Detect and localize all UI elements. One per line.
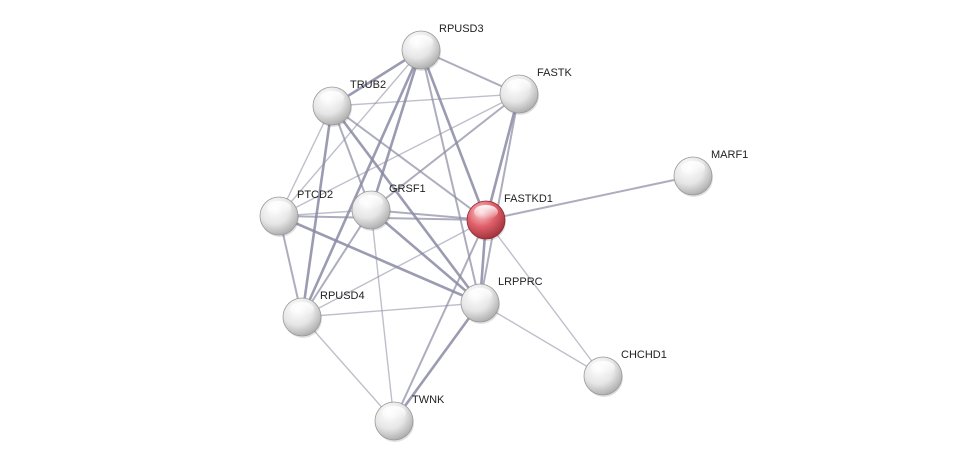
edge-rpusd4-twnk[interactable]	[301, 316, 395, 422]
node-label: LRPPRC	[498, 276, 543, 288]
node-rpusd3[interactable]: RPUSD3	[401, 23, 484, 71]
node-highlight	[507, 79, 531, 93]
edge-lrpprc-chchd1[interactable]	[479, 302, 604, 377]
edge-trub2-ptcd2[interactable]	[278, 105, 333, 217]
edge-grsf1-rpusd4[interactable]	[301, 209, 372, 318]
edge-ptcd2-lrpprc[interactable]	[277, 214, 482, 305]
node-fastkd1[interactable]: FASTKD1	[466, 193, 553, 241]
node-label: MARF1	[711, 149, 748, 161]
edge-rpusd3-lrpprc[interactable]	[420, 49, 481, 304]
node-highlight	[320, 91, 344, 105]
edge-trub2-fastkd1[interactable]	[331, 105, 487, 221]
edge-fastk-grsf1[interactable]	[370, 93, 520, 211]
node-highlight	[591, 361, 615, 375]
node-fastk[interactable]: FASTK	[499, 67, 573, 115]
node-label: FASTKD1	[504, 193, 553, 205]
node-lrpprc[interactable]: LRPPRC	[460, 276, 543, 324]
node-label: CHCHD1	[621, 349, 667, 361]
edge-trub2-fastk[interactable]	[331, 93, 520, 107]
edge-grsf1-twnk[interactable]	[370, 209, 395, 422]
edge-grsf1-lrpprc[interactable]	[369, 208, 482, 305]
node-label: RPUSD4	[320, 290, 365, 302]
edge-fastk-lrpprc[interactable]	[479, 93, 520, 304]
edge-fastk-fastkd1[interactable]	[484, 92, 521, 222]
edge-fastkd1-rpusd4[interactable]	[301, 219, 487, 318]
node-label: FASTK	[537, 67, 573, 79]
node-ptcd2[interactable]: PTCD2	[259, 189, 333, 237]
edge-rpusd3-ptcd2[interactable]	[278, 49, 422, 217]
node-twnk[interactable]: TWNK	[374, 394, 445, 442]
edge-lrpprc-rpusd4[interactable]	[301, 302, 481, 318]
node-chchd1[interactable]: CHCHD1	[583, 349, 667, 397]
node-label: RPUSD3	[439, 23, 484, 35]
edge-rpusd3-fastkd1[interactable]	[419, 48, 488, 222]
edge-trub2-lrpprc[interactable]	[330, 104, 482, 305]
node-rpusd4[interactable]: RPUSD4	[282, 290, 365, 338]
edge-trub2-rpusd4[interactable]	[300, 104, 334, 319]
edge-lrpprc-twnk[interactable]	[392, 301, 482, 423]
node-label: GRSF1	[389, 183, 426, 195]
node-highlight	[409, 35, 433, 49]
edge-fastkd1-chchd1[interactable]	[485, 219, 604, 377]
node-label: TRUB2	[350, 79, 386, 91]
edge-rpusd3-grsf1[interactable]	[369, 48, 423, 212]
node-label: TWNK	[412, 394, 445, 406]
node-highlight	[290, 302, 314, 316]
edge-fastkd1-twnk[interactable]	[393, 219, 487, 422]
node-highlight	[359, 195, 383, 209]
node-marf1[interactable]: MARF1	[673, 149, 748, 197]
node-highlight	[681, 161, 705, 175]
node-label: PTCD2	[297, 189, 333, 201]
node-highlight	[267, 201, 291, 215]
edge-fastk-ptcd2[interactable]	[278, 93, 520, 217]
node-highlight	[468, 288, 492, 302]
node-trub2[interactable]: TRUB2	[312, 79, 386, 127]
node-grsf1[interactable]: GRSF1	[351, 183, 426, 231]
node-highlight	[474, 205, 498, 219]
node-highlight	[382, 406, 406, 420]
edge-marf1-fastkd1[interactable]	[485, 175, 694, 221]
